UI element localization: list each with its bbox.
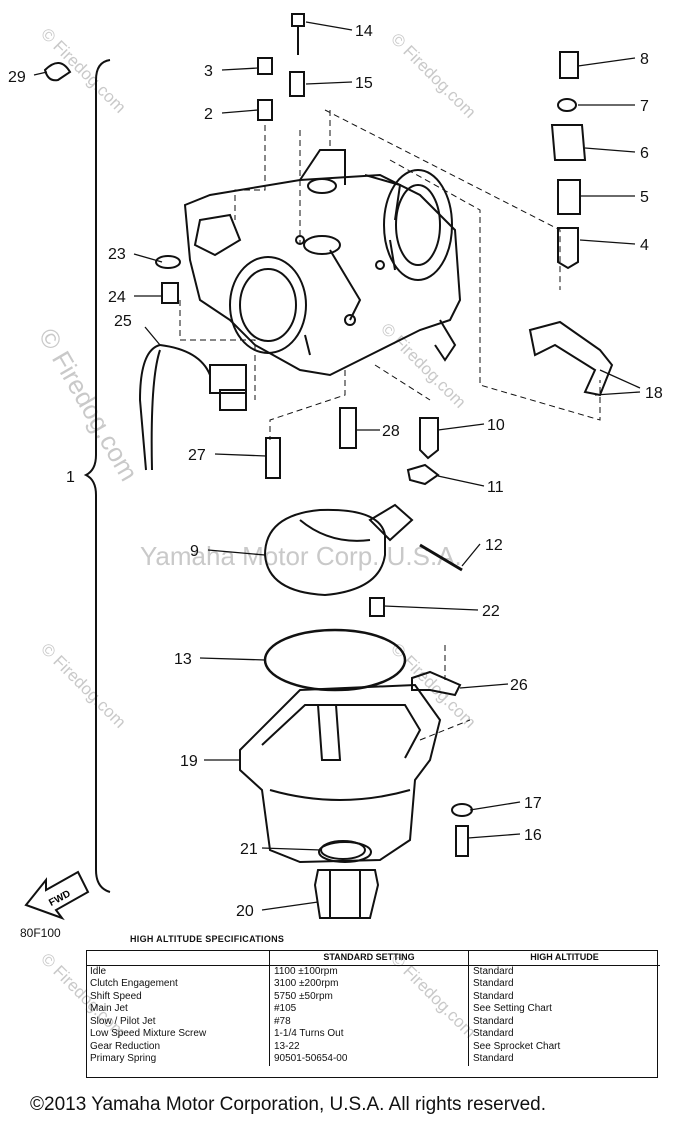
spec-high-altitude: Standard: [473, 1053, 514, 1064]
callout-25: 25: [114, 313, 132, 330]
callout-10: 10: [487, 417, 505, 434]
watermark-layer: © Firedog.com © Firedog.com © Firedog.co…: [33, 24, 480, 1041]
watermark-firedog: © Firedog.com: [37, 24, 129, 116]
callout-18: 18: [645, 385, 663, 402]
dashed-guide-lines: [179, 109, 601, 741]
callout-28: 28: [382, 423, 400, 440]
callout-12: 12: [485, 537, 503, 554]
spec-row: Idle 1100 ±100rpm Standard: [86, 965, 660, 978]
spec-standard: #78: [269, 1015, 469, 1028]
spec-high-altitude: Standard: [473, 1015, 514, 1027]
float: [263, 503, 414, 597]
watermark-firedog: © Firedog.com: [387, 29, 479, 121]
fwd-arrow-icon: FWD: [24, 870, 90, 921]
spec-standard: 3100 ±200rpm: [269, 978, 469, 991]
spec-high-altitude: Standard: [473, 990, 514, 1002]
spec-standard: 5750 ±50rpm: [269, 990, 469, 1003]
callout-11: 11: [487, 479, 504, 496]
spec-high-altitude: Standard: [473, 978, 514, 989]
spec-item: Idle: [86, 965, 270, 978]
callout-19: 19: [180, 753, 198, 770]
spec-table-title: HIGH ALTITUDE SPECIFICATIONS: [130, 934, 285, 944]
spec-header-standard: STANDARD SETTING: [269, 950, 469, 966]
callout-6: 6: [640, 145, 649, 162]
callout-7: 7: [640, 98, 649, 115]
carburetor-body: [183, 149, 462, 377]
model-code: 80F100: [20, 926, 61, 940]
drain-plug: [313, 841, 380, 919]
spec-header-item: [86, 950, 270, 966]
spec-item: Shift Speed: [86, 990, 270, 1003]
spec-row: Gear Reduction 13-22 See Sprocket Chart: [86, 1040, 660, 1053]
callout-16: 16: [524, 827, 542, 844]
spec-row: Primary Spring 90501-50654-00 Standard: [86, 1053, 660, 1066]
spec-item: Low Speed Mixture Screw: [86, 1028, 270, 1041]
callout-20: 20: [236, 903, 254, 920]
spec-item: Clutch Engagement: [86, 978, 270, 991]
callout-15: 15: [355, 75, 373, 92]
spec-header-row: STANDARD SETTING HIGH ALTITUDE: [86, 950, 660, 966]
spec-item: Gear Reduction: [86, 1040, 270, 1053]
spec-standard: 1-1/4 Turns Out: [269, 1028, 469, 1041]
watermark-yamaha: Yamaha Motor Corp. U.S.A.: [140, 541, 462, 571]
copyright-notice: ©2013 Yamaha Motor Corporation, U.S.A. A…: [30, 1094, 546, 1115]
callout-labels: 1 2 3 4 5 6 7 8 9 10 11 12 13 14 15 16 1…: [8, 23, 663, 920]
spec-row: Low Speed Mixture Screw 1-1/4 Turns Out …: [86, 1028, 660, 1041]
spec-item: Primary Spring: [86, 1053, 270, 1066]
spec-standard: 13-22: [269, 1040, 469, 1053]
spec-high-altitude: Standard: [473, 1028, 514, 1039]
callout-3: 3: [204, 63, 213, 80]
callout-13: 13: [174, 651, 192, 668]
spec-high-altitude: See Setting Chart: [473, 1003, 552, 1014]
callout-23: 23: [108, 246, 126, 263]
float-pin: [419, 543, 463, 572]
spec-high-altitude: See Sprocket Chart: [473, 1040, 561, 1052]
spec-row: Main Jet #105 See Setting Chart: [86, 1003, 660, 1016]
spec-standard: 1100 ±100rpm: [269, 965, 469, 978]
watermark-firedog: © Firedog.com: [37, 639, 129, 731]
callout-26: 26: [510, 677, 528, 694]
callout-14: 14: [355, 23, 373, 40]
callout-leaders: [33, 21, 641, 911]
spec-row: Shift Speed 5750 ±50rpm Standard: [86, 990, 660, 1003]
callout-4: 4: [640, 237, 649, 254]
callout-2: 2: [204, 106, 213, 123]
callout-8: 8: [640, 51, 649, 68]
gasket-ring: [263, 628, 407, 692]
callout-24: 24: [108, 289, 126, 306]
spec-header-high-altitude: HIGH ALTITUDE: [468, 950, 660, 966]
callout-29: 29: [8, 69, 26, 86]
spec-item: Slow / Pilot Jet: [86, 1015, 270, 1028]
callout-22: 22: [482, 603, 500, 620]
spec-table: STANDARD SETTING HIGH ALTITUDE Idle 1100…: [86, 950, 660, 1066]
callout-1: 1: [66, 469, 75, 486]
spec-standard: 90501-50654-00: [269, 1053, 469, 1066]
callout-21: 21: [240, 841, 258, 858]
callout-5: 5: [640, 189, 649, 206]
assembly-bracket: [83, 59, 111, 893]
callout-9: 9: [190, 543, 199, 560]
spec-standard: #105: [269, 1003, 469, 1016]
callout-17: 17: [524, 795, 542, 812]
watermark-firedog: © Firedog.com: [33, 323, 144, 486]
small-parts: [43, 13, 614, 860]
watermark-firedog: © Firedog.com: [377, 319, 469, 411]
spec-row: Clutch Engagement 3100 ±200rpm Standard: [86, 978, 660, 991]
callout-27: 27: [188, 447, 206, 464]
spec-row: Slow / Pilot Jet #78 Standard: [86, 1015, 660, 1028]
spec-high-altitude: Standard: [473, 965, 514, 977]
spec-item: Main Jet: [86, 1003, 270, 1016]
float-bowl: [239, 683, 442, 864]
